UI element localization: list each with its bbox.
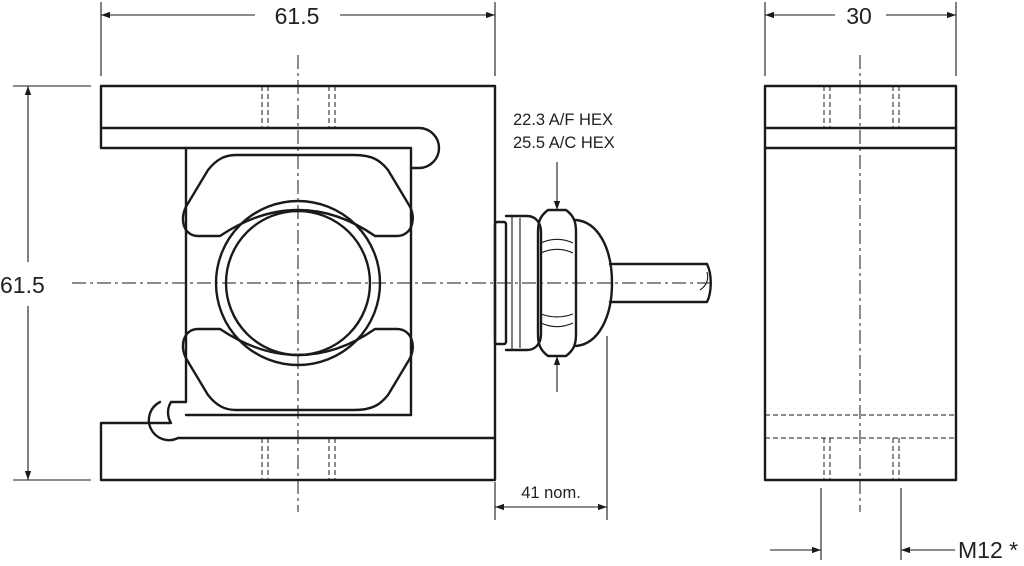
upper-slot	[99, 126, 441, 170]
front-width-label: 61.5	[275, 3, 320, 29]
lower-slot	[147, 400, 497, 442]
side-width-label: 30	[846, 3, 872, 29]
hex-nut	[536, 208, 578, 358]
hex-ac-label: 25.5 A/C HEX	[513, 134, 615, 152]
front-view	[72, 55, 712, 512]
cable-length-label: 41 nom.	[521, 484, 581, 502]
cable-gland	[493, 208, 712, 358]
front-height-label: 61.5	[0, 272, 45, 298]
thread-label: M12 *	[958, 537, 1018, 563]
side-view	[763, 55, 958, 512]
cable	[608, 262, 712, 304]
hex-af-label: 22.3 A/F HEX	[513, 111, 613, 129]
